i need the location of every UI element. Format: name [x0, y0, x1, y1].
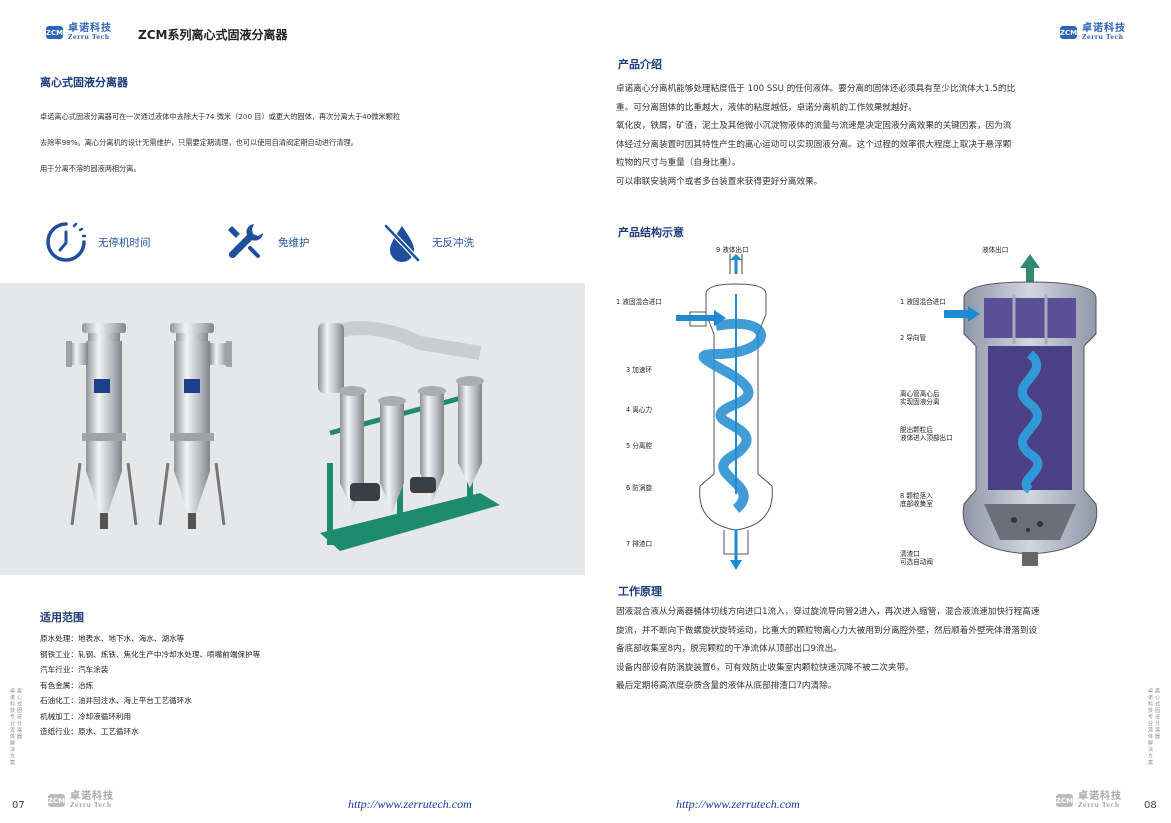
- logo-mark-icon: ZCM: [46, 26, 63, 39]
- intro-text: 卓诺离心分离机能够处理粘度低于 100 SSU 的任何液体。要分离的固体还必须具…: [616, 80, 1146, 192]
- principle-line: 设备内部设有防涡旋装置6，可有效防止收集室内颗粒快速沉降不被二次夹带。: [616, 662, 914, 673]
- wrench-icon: [227, 224, 263, 259]
- cyclone-outline-svg: [676, 254, 773, 570]
- list-item: 原水处理：地表水、地下水、海水、湖水等: [40, 634, 185, 643]
- footer-url[interactable]: http://www.zerrutech.com: [348, 797, 472, 811]
- side-caption: 卓诺科技专业流体解决方案 离心式固液分离器: [9, 688, 22, 766]
- scope-list: 原水处理：地表水、地下水、海水、湖水等 钢铁工业：轧钢、炼铁、焦化生产中冷却水处…: [40, 631, 260, 740]
- logo-mark-icon: ZCM: [48, 794, 65, 807]
- structure-title: 产品结构示意: [618, 226, 684, 239]
- no-backwash-icon: [383, 223, 421, 263]
- principle-text: 固液混合液从分离器桶体切线方向进口1流入，穿过旋流导向管2进入，再次进入缩管，混…: [616, 603, 1146, 696]
- list-item: 钢铁工业：轧钢、炼铁、焦化生产中冷却水处理、喷嘴前端保护等: [40, 649, 261, 659]
- page-number: 08: [1144, 800, 1157, 811]
- logo-text: 卓诺科技 Zerru Tech: [68, 24, 112, 41]
- separator-skid-system: [318, 321, 500, 551]
- intro-line: 体经过分离装置时因其特性产生的离心运动可以实现固液分离。这个过程的效率很大程度上…: [616, 139, 1012, 150]
- separator-illustration: [66, 321, 500, 551]
- section-title: 离心式固液分离器: [40, 76, 128, 89]
- feature-label: 无停机时间: [98, 236, 151, 249]
- intro-line: 卓诺离心式固液分离器可在一次通过液体中去除大于74 微米（200 目）或更大的固…: [40, 112, 401, 121]
- list-item: 石油化工：油井回注水、海上平台工艺循环水: [40, 696, 192, 705]
- intro-line: 重。可分离固体的比重越大，液体的粘度越低，卓诺分离机的工作效果就越好。: [616, 102, 917, 113]
- brand-logo: ZCM 卓诺科技 Zerru Tech: [1059, 23, 1126, 41]
- scope-title: 适用范围: [40, 611, 84, 624]
- clock-icon: [46, 222, 87, 262]
- principle-line: 旋流，并不断向下做螺旋状旋转运动，比重大的颗粒物离心力大被用到分离腔外壁，然后顺…: [616, 625, 1038, 636]
- intro-line: 用于分离不溶的固液两相分离。: [40, 164, 141, 173]
- document-title: ZCM系列离心式固液分离器: [138, 28, 288, 42]
- list-item: 机械加工：冷却液循环利用: [40, 711, 132, 721]
- intro-line: 卓诺离心分离机能够处理粘度低于 100 SSU 的任何液体。要分离的固体还必须具…: [616, 84, 1016, 94]
- footer-url[interactable]: http://www.zerrutech.com: [676, 797, 800, 811]
- left-page: ZCM 卓诺科技 Zerru Tech ZCM系列离心式固液分离器 离心式固液分…: [0, 0, 585, 823]
- side-caption: 卓诺科技专业流体解决方案 离心式固液分离器: [1147, 688, 1160, 766]
- feature-no-backwash: 无反冲洗: [382, 220, 474, 264]
- feature-label: 免维护: [278, 236, 310, 249]
- structure-diagram-left: 9 液体出口 1 液固混合进口 3 加速环 4 离心力 5 分离腔 6 防涡旋 …: [616, 240, 876, 570]
- intro-title: 产品介绍: [618, 58, 662, 71]
- feature-no-downtime: 无停机时间: [44, 220, 151, 264]
- feature-label: 无反冲洗: [432, 236, 474, 249]
- logo-mark-icon: ZCM: [1056, 794, 1073, 807]
- logo-en: Zerru Tech: [68, 34, 110, 41]
- intro-line: 氧化皮，铁屑，矿渣，泥土及其他微小沉淀物液体的流量与流速是决定固液分离效果的关键…: [616, 121, 1012, 132]
- intro-line: 去除率98%。离心分离机的设计无需维护，只需要定期清理，也可以使用自清阀定期自动…: [40, 138, 358, 147]
- list-item: 有色金属：冶炼: [40, 680, 94, 690]
- feature-row: 无停机时间 免维护 无反冲洗: [44, 220, 524, 266]
- list-item: 汽车行业：汽车涂装: [40, 665, 109, 674]
- footer-logo: ZCM 卓诺科技 Zerru Tech: [47, 791, 114, 809]
- separator-cutaway-svg: [944, 254, 1098, 566]
- logo-cn: 卓诺科技: [68, 23, 112, 34]
- page-number: 07: [12, 800, 25, 811]
- separator-unit-small-1: [66, 323, 138, 529]
- intro-text: 卓诺离心式固液分离器可在一次通过液体中去除大于74 微米（200 目）或更大的固…: [40, 104, 550, 182]
- principle-line: 最后定期将高浓度杂质含量的液体从底部排渣口7内清除。: [616, 681, 837, 692]
- intro-line: 可以串联安装两个或者多台装置来获得更好分离效果。: [616, 176, 823, 187]
- brand-logo: ZCM 卓诺科技 Zerru Tech: [46, 24, 112, 41]
- principle-line: 固液混合液从分离器桶体切线方向进口1流入，穿过旋流导向管2进入，再次进入缩管，混…: [616, 607, 1040, 617]
- list-item: 造纸行业：原水、工艺循环水: [40, 727, 139, 736]
- right-page: ZCM 卓诺科技 Zerru Tech 产品介绍 卓诺离心分离机能够处理粘度低于…: [586, 0, 1171, 823]
- structure-diagram-right: 液体出口 1 液固混合进口 2 导向管 离心管离心后 实现固液分离 脱出颗粒后 …: [886, 240, 1156, 580]
- product-photo: [0, 283, 585, 575]
- principle-title: 工作原理: [618, 585, 662, 598]
- footer-logo: ZCM 卓诺科技 Zerru Tech: [1055, 791, 1122, 809]
- principle-line: 备底部收集室8内，脱完颗粒的干净流体从顶部出口9流出。: [616, 644, 842, 655]
- logo-mark-icon: ZCM: [1060, 26, 1077, 39]
- intro-line: 粒物的尺寸与重量（自身比重）。: [616, 158, 741, 169]
- feature-maintenance-free: 免维护: [224, 220, 310, 264]
- separator-unit-small-2: [158, 323, 232, 529]
